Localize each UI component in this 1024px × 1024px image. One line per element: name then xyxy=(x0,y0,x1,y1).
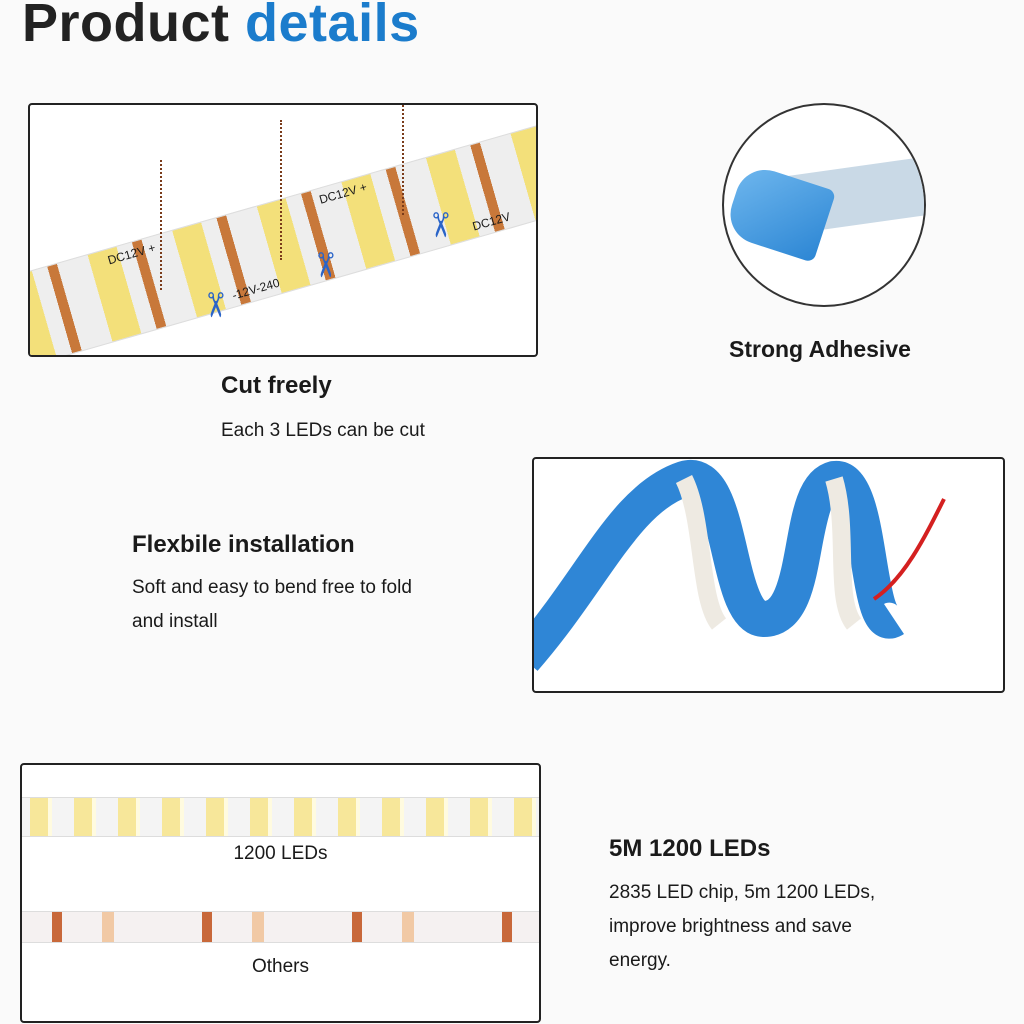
strip-others xyxy=(22,911,539,943)
strip-1200-leds xyxy=(22,797,539,837)
scissors-icon: ✂ xyxy=(420,210,459,240)
bent-strip-illustration xyxy=(534,460,946,671)
cut-line xyxy=(160,160,162,290)
flex-desc-line: and install xyxy=(132,611,218,632)
cut-line xyxy=(280,120,282,260)
scissors-icon: ✂ xyxy=(305,250,344,280)
leds-desc-line: 2835 LED chip, 5m 1200 LEDs, xyxy=(609,882,876,903)
cut-title: Cut freely xyxy=(221,372,332,399)
adhesive-title: Strong Adhesive xyxy=(729,336,911,362)
leds-desc-line: improve brightness and save xyxy=(609,916,852,937)
leds-desc-line: energy. xyxy=(609,950,671,971)
cut-line xyxy=(402,105,404,215)
flex-image xyxy=(532,457,1005,693)
scissors-icon: ✂ xyxy=(195,290,234,320)
page-title: Product details xyxy=(22,0,420,53)
label-1200-leds: 1200 LEDs xyxy=(233,843,328,864)
comparison-image: 1200 LEDs Others xyxy=(20,763,541,1023)
flex-title: Flexbile installation xyxy=(132,531,355,558)
adhesive-image xyxy=(722,103,926,307)
label-others: Others xyxy=(251,956,310,977)
cut-desc: Each 3 LEDs can be cut xyxy=(221,420,425,441)
leds-title: 5M 1200 LEDs xyxy=(609,835,771,862)
led-strip-closeup: DC12V + DC12V + DC12V -12V-240 xyxy=(30,111,536,355)
flex-desc-line: Soft and easy to bend free to fold xyxy=(132,577,412,598)
cut-image: DC12V + DC12V + DC12V -12V-240 ✂ ✂ ✂ xyxy=(28,103,538,357)
